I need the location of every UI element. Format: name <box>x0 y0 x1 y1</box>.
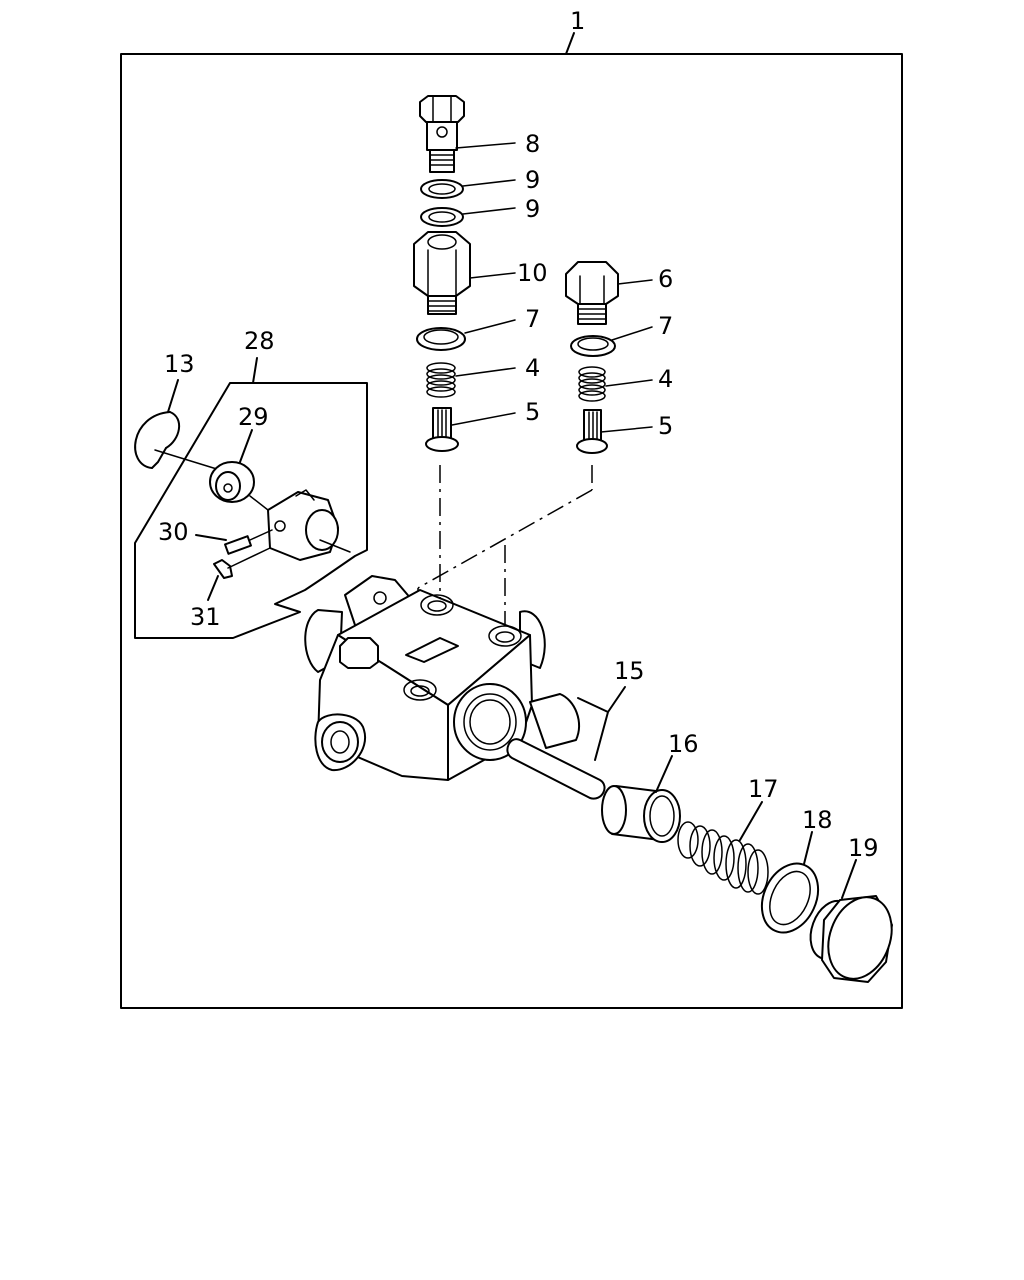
leader-16 <box>655 755 673 793</box>
leader-17 <box>739 801 763 841</box>
leader-4a <box>455 367 516 377</box>
part-15-pin-group <box>506 693 606 800</box>
callout-29: 29 <box>238 403 269 431</box>
callout-30: 30 <box>158 518 189 546</box>
callout-13: 13 <box>164 350 195 378</box>
callout-9-upper: 9 <box>525 166 540 194</box>
slotted-holder <box>267 489 351 561</box>
part-9-washer-lower <box>420 207 464 227</box>
leader-5a <box>451 412 516 426</box>
leader-9a <box>462 179 516 187</box>
part-9-washer-upper <box>420 179 464 199</box>
callout-4-left: 4 <box>525 354 540 382</box>
leader-8 <box>455 142 516 149</box>
callout-4-right: 4 <box>658 365 673 393</box>
part-4-spring-right <box>578 366 606 402</box>
callout-19: 19 <box>848 834 879 862</box>
callout-10: 10 <box>517 259 548 287</box>
callout-5-left: 5 <box>525 398 540 426</box>
leader-7b <box>611 326 653 341</box>
part-16-bushing <box>601 785 681 843</box>
leader-9b <box>462 207 516 215</box>
part-19-plug <box>809 895 893 983</box>
callout-28: 28 <box>244 327 275 355</box>
leader-29 <box>239 429 253 463</box>
part-6-plug-bolt <box>565 261 619 325</box>
callout-7-left: 7 <box>525 305 540 333</box>
part-8-banjo-bolt <box>419 95 465 173</box>
leader-19 <box>841 859 857 899</box>
subassembly-28-outline <box>134 382 368 639</box>
main-valve-body <box>304 575 546 781</box>
leader-1 <box>565 32 575 55</box>
part-5-valve-left <box>425 407 459 452</box>
callout-7-right: 7 <box>658 312 673 340</box>
callout-15: 15 <box>614 657 645 685</box>
leader-13 <box>167 379 179 413</box>
part-30-pin <box>224 529 273 555</box>
callout-31: 31 <box>190 603 221 631</box>
part-17-spring <box>677 821 769 895</box>
assembly-frame <box>120 53 903 1009</box>
leader-28 <box>252 357 258 384</box>
leader-4b <box>605 379 653 387</box>
leader-10 <box>469 272 516 279</box>
part-4-spring-left <box>426 362 456 398</box>
leader-7a <box>464 319 516 334</box>
callout-8: 8 <box>525 130 540 158</box>
leader-18 <box>803 831 813 865</box>
leader-15 <box>577 686 626 761</box>
part-31-screw <box>213 547 271 579</box>
part-5-valve-right <box>576 409 608 454</box>
part-29-roller <box>209 461 269 511</box>
callout-17: 17 <box>748 775 779 803</box>
part-18-washer <box>760 862 820 934</box>
callout-18: 18 <box>802 806 833 834</box>
callout-5-right: 5 <box>658 412 673 440</box>
callout-16: 16 <box>668 730 699 758</box>
part-7-washer-right <box>570 335 616 357</box>
part-10-adapter <box>413 231 471 315</box>
callout-6: 6 <box>658 265 673 293</box>
leader-6 <box>617 279 653 285</box>
callout-9-lower: 9 <box>525 195 540 223</box>
leader-5b <box>600 426 653 433</box>
part-7-washer-left <box>416 327 466 351</box>
part-13-snap-ring <box>134 411 221 471</box>
leader-30 <box>195 534 227 541</box>
callout-1: 1 <box>570 7 585 35</box>
leader-31 <box>207 575 219 601</box>
